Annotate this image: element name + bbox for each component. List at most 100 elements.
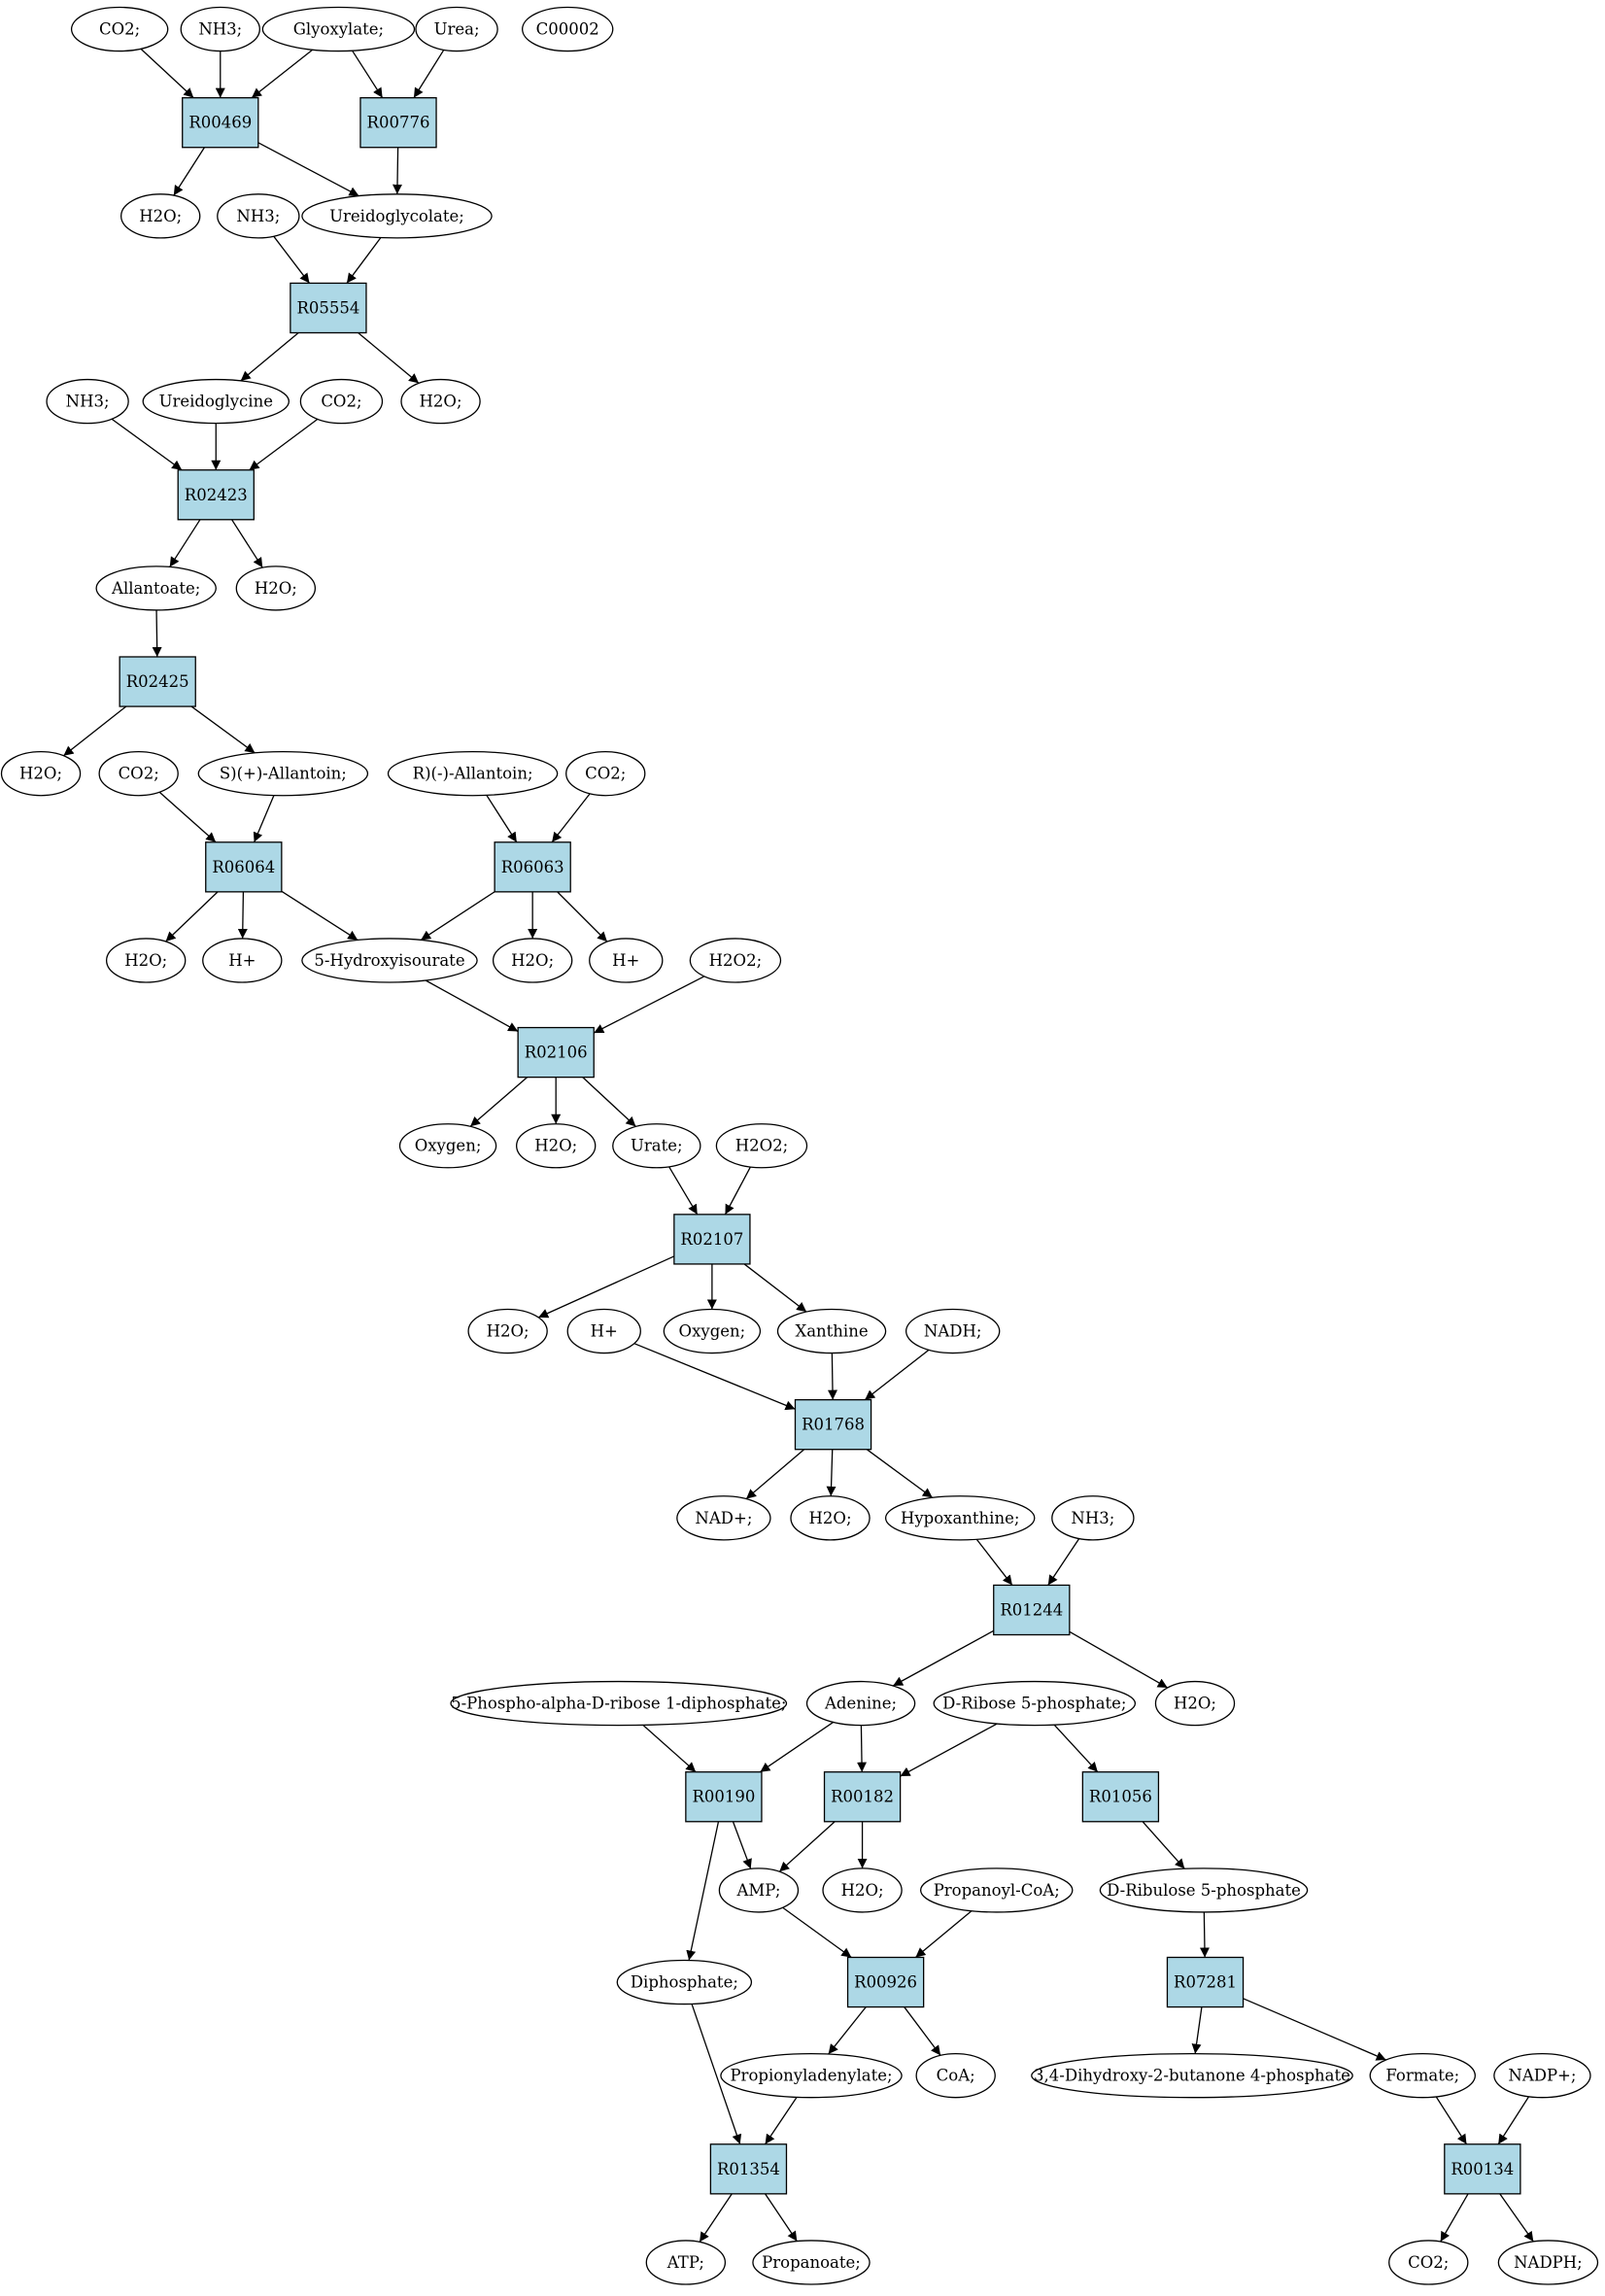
edge-R02107-to-h2o_h <box>537 1255 675 1319</box>
compound-ribose5p[interactable]: D-Ribose 5-phosphate; <box>933 1680 1137 1727</box>
compound-oxygen_b[interactable]: Oxygen; <box>663 1308 762 1354</box>
reaction-R00134[interactable]: R00134 <box>1444 2143 1521 2195</box>
compound-nh3_d[interactable]: NH3; <box>1051 1495 1135 1541</box>
compound-propionyladenylate[interactable]: Propionyladenylate; <box>720 2052 903 2099</box>
compound-hydroxyisourate[interactable]: 5-Hydroxyisourate <box>301 938 478 983</box>
compound-ellipse <box>915 2052 996 2099</box>
node-label: Formate; <box>1385 2067 1459 2085</box>
compound-glyoxylate[interactable]: Glyoxylate; <box>261 6 416 52</box>
edge-R00190-to-diphosphate <box>686 1821 720 1961</box>
compound-nh3_b[interactable]: NH3; <box>217 193 300 239</box>
reaction-R01244[interactable]: R01244 <box>993 1584 1071 1636</box>
compound-r_allantoin[interactable]: R)(-)-Allantoin; <box>387 750 559 797</box>
reaction-R07281[interactable]: R07281 <box>1166 1956 1245 2008</box>
compound-c00002[interactable]: C00002 <box>522 6 614 52</box>
compound-ellipse <box>415 6 498 52</box>
compound-ellipse <box>70 6 169 52</box>
reaction-R02425[interactable]: R02425 <box>119 656 196 707</box>
reaction-R00182[interactable]: R00182 <box>823 1771 902 1823</box>
compound-ellipse <box>450 1680 788 1727</box>
node-label: Hypoxanthine; <box>901 1509 1019 1527</box>
reaction-R02106[interactable]: R02106 <box>517 1026 595 1079</box>
compound-co2_e[interactable]: CO2; <box>1388 2240 1469 2285</box>
compound-ureidoglycine[interactable]: Ureidoglycine <box>142 378 290 425</box>
compound-ellipse <box>0 750 82 797</box>
node-label: R02425 <box>126 672 189 691</box>
node-label: NH3; <box>236 207 280 225</box>
compound-propanoate[interactable]: Propanoate; <box>752 2240 871 2285</box>
reaction-R05554[interactable]: R05554 <box>290 282 367 334</box>
compound-ellipse <box>301 938 478 983</box>
compound-co2_d[interactable]: CO2; <box>565 750 646 797</box>
compound-nadpplus[interactable]: NADP+; <box>1493 2052 1591 2099</box>
compound-allantoate[interactable]: Allantoate; <box>95 565 217 611</box>
compound-hypoxanthine[interactable]: Hypoxanthine; <box>884 1495 1036 1541</box>
edge-R02106-to-oxygen_a <box>469 1077 529 1127</box>
compound-coa[interactable]: CoA; <box>915 2052 996 2099</box>
compound-nadh[interactable]: NADH; <box>905 1308 1001 1354</box>
reaction-box <box>685 1771 763 1823</box>
compound-nh3_c[interactable]: NH3; <box>46 378 129 425</box>
compound-co2_c[interactable]: CO2; <box>98 750 179 797</box>
compound-s_allantoin[interactable]: S)(+)-Allantoin; <box>197 750 369 797</box>
reaction-R02423[interactable]: R02423 <box>177 469 255 521</box>
reaction-R01768[interactable]: R01768 <box>794 1398 872 1451</box>
compound-h2o_j[interactable]: H2O; <box>1154 1680 1236 1727</box>
compound-ellipse <box>805 1680 916 1727</box>
compound-xanthine[interactable]: Xanthine <box>776 1308 887 1354</box>
compound-h2o_d[interactable]: H2O; <box>0 750 82 797</box>
compound-formate[interactable]: Formate; <box>1369 2052 1476 2099</box>
compound-h2o_a[interactable]: H2O; <box>120 193 201 239</box>
compound-ellipse <box>884 1495 1036 1541</box>
reaction-R00776[interactable]: R00776 <box>359 96 437 149</box>
compound-ribulose5p[interactable]: D-Ribulose 5-phosphate <box>1099 1868 1309 1913</box>
node-label: R00469 <box>188 114 252 132</box>
compound-adenine[interactable]: Adenine; <box>805 1680 916 1727</box>
compound-hplus_a[interactable]: H+ <box>202 938 283 983</box>
reaction-R00190[interactable]: R00190 <box>685 1771 763 1823</box>
compound-diphosphate[interactable]: Diphosphate; <box>616 1959 753 2005</box>
compound-nadplus[interactable]: NAD+; <box>676 1495 771 1541</box>
compound-h2o2_a[interactable]: H2O2; <box>689 938 782 983</box>
reaction-R01056[interactable]: R01056 <box>1081 1771 1160 1823</box>
compound-ureidoglycolate[interactable]: Ureidoglycolate; <box>301 193 493 239</box>
compound-urea[interactable]: Urea; <box>415 6 498 52</box>
compound-ellipse <box>715 1123 808 1169</box>
reaction-R02107[interactable]: R02107 <box>673 1214 751 1265</box>
compound-h2o_k[interactable]: H2O; <box>822 1868 903 1913</box>
compound-h2o_i[interactable]: H2O; <box>790 1495 871 1541</box>
compound-atp[interactable]: ATP; <box>645 2240 727 2285</box>
compound-dhbp[interactable]: 3,4-Dihydroxy-2-butanone 4-phosphate <box>1031 2052 1353 2099</box>
reaction-R06064[interactable]: R06064 <box>205 841 283 893</box>
node-label: Ureidoglycine <box>159 393 273 411</box>
compound-prpp[interactable]: 5-Phospho-alpha-D-ribose 1-diphosphate; <box>450 1680 788 1727</box>
edge-R07281-to-dhbp <box>1191 2006 1203 2054</box>
reaction-box <box>517 1026 595 1079</box>
compound-hplus_b[interactable]: H+ <box>589 938 664 983</box>
compound-nadph[interactable]: NADPH; <box>1497 2240 1599 2285</box>
node-label: R01244 <box>1000 1600 1063 1619</box>
compound-h2o_b[interactable]: H2O; <box>400 378 481 425</box>
compound-amp[interactable]: AMP; <box>718 1868 800 1913</box>
compound-h2o_f[interactable]: H2O; <box>492 938 573 983</box>
compound-h2o_h[interactable]: H2O; <box>467 1308 548 1354</box>
compound-ellipse <box>645 2240 727 2285</box>
compound-h2o_g[interactable]: H2O; <box>515 1123 597 1169</box>
compound-nh3_a[interactable]: NH3; <box>180 6 260 52</box>
edge-R06063-to-hydroxyisourate <box>420 891 495 941</box>
compound-co2_a[interactable]: CO2; <box>70 6 169 52</box>
reaction-R06063[interactable]: R06063 <box>494 841 571 893</box>
reaction-R01354[interactable]: R01354 <box>709 2143 788 2195</box>
reaction-R00469[interactable]: R00469 <box>182 96 259 149</box>
reaction-box <box>846 1956 925 2008</box>
compound-propanoylcoa[interactable]: Propanoyl-CoA; <box>919 1868 1074 1913</box>
compound-hplus_c[interactable]: H+ <box>566 1308 641 1354</box>
compound-h2o2_b[interactable]: H2O2; <box>715 1123 808 1169</box>
compound-h2o_e[interactable]: H2O; <box>105 938 187 983</box>
reaction-R00926[interactable]: R00926 <box>846 1956 925 2008</box>
compound-h2o_c[interactable]: H2O; <box>235 565 317 611</box>
compound-oxygen_a[interactable]: Oxygen; <box>398 1123 497 1169</box>
compound-urate[interactable]: Urate; <box>612 1123 701 1169</box>
compound-co2_b[interactable]: CO2; <box>299 378 384 425</box>
